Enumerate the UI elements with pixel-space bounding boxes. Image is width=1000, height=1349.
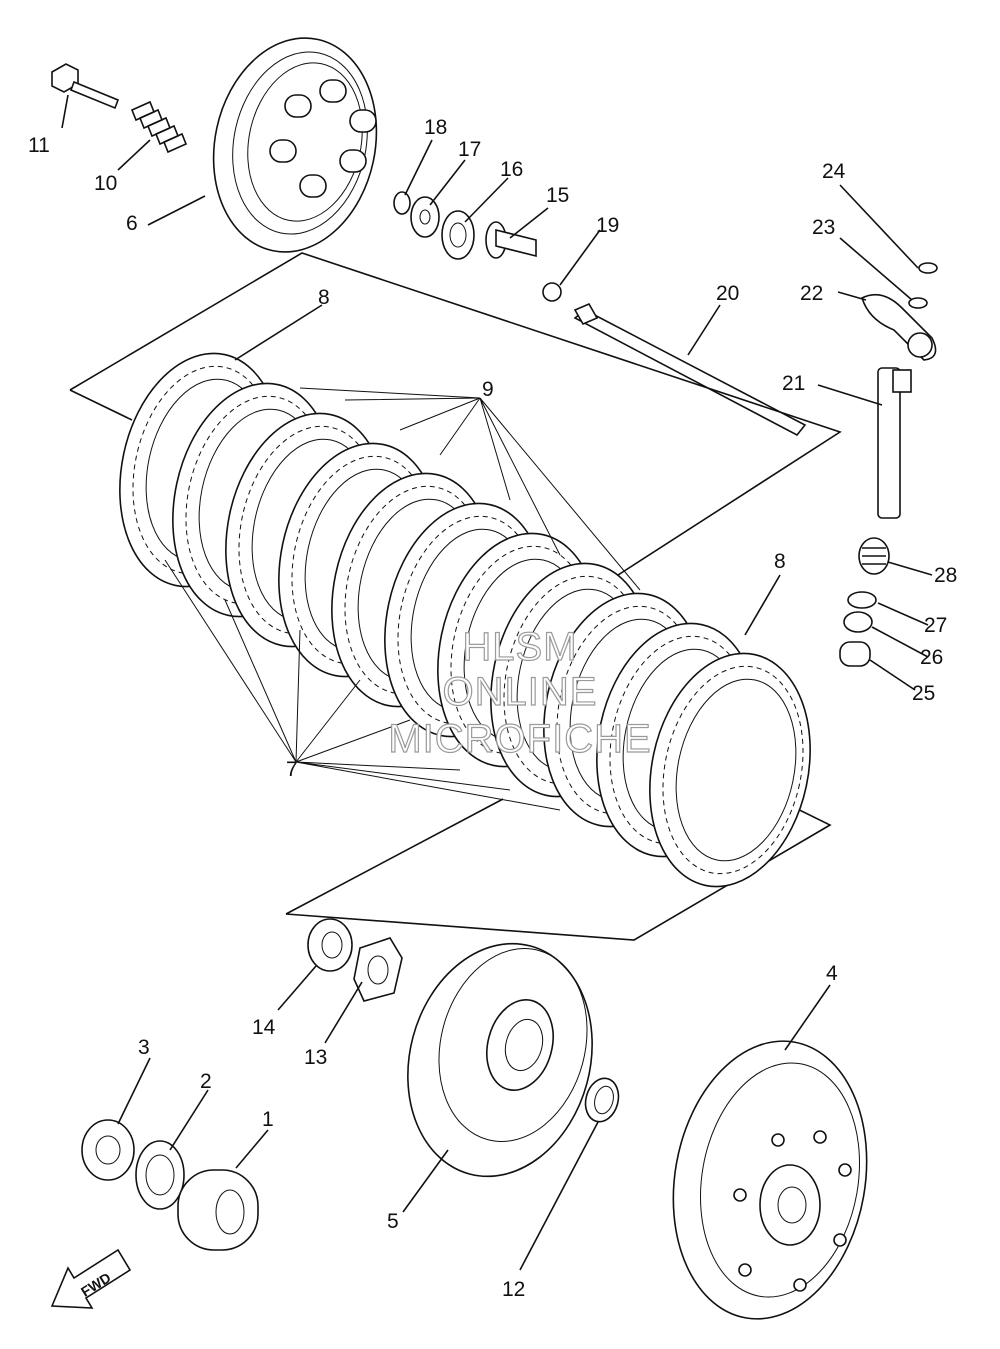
circlip-18 xyxy=(393,191,411,215)
lock-washer-13 xyxy=(353,937,403,1002)
callout-21: 21 xyxy=(782,372,805,395)
callout-12: 12 xyxy=(502,1278,525,1301)
push-lever-shaft xyxy=(877,367,912,519)
gear-1 xyxy=(177,1169,259,1251)
oil-seal-26 xyxy=(843,611,873,633)
callout-25: 25 xyxy=(912,682,935,705)
callout-6: 6 xyxy=(126,212,138,235)
callout-3: 3 xyxy=(138,1036,150,1059)
callout-20: 20 xyxy=(716,282,739,305)
callout-26: 26 xyxy=(920,646,943,669)
callout-labels: 1 2 3 4 5 6 7 8 8 9 10 11 12 13 14 15 16… xyxy=(28,116,957,1301)
callout-2: 2 xyxy=(200,1070,212,1093)
ball-19 xyxy=(542,282,562,302)
washer-23 xyxy=(908,297,928,309)
callout-7: 7 xyxy=(286,758,298,781)
callout-8-right: 8 xyxy=(774,550,786,573)
callout-13: 13 xyxy=(304,1046,327,1069)
lever-22 xyxy=(861,293,937,361)
callout-4: 4 xyxy=(826,962,838,985)
callout-11: 11 xyxy=(28,134,50,157)
bearing-12 xyxy=(584,1077,620,1123)
push-rod-15 xyxy=(485,221,537,259)
watermark: HLSM ONLINE MICROFICHE xyxy=(388,624,652,761)
callout-17: 17 xyxy=(458,138,481,161)
nut-14 xyxy=(307,918,353,972)
callout-10: 10 xyxy=(94,172,117,195)
clutch-bolt xyxy=(51,63,120,110)
fwd-arrow-icon: FWD xyxy=(50,1248,132,1309)
friction-plate xyxy=(649,652,811,888)
leader-lines-7-9 xyxy=(164,387,641,811)
watermark-line-3: MICROFICHE xyxy=(388,717,651,761)
clutch-plates xyxy=(119,352,811,888)
watermark-line-2: ONLINE xyxy=(443,670,598,714)
callout-24: 24 xyxy=(822,160,846,183)
nut-3 xyxy=(81,1119,135,1181)
callout-9: 9 xyxy=(482,378,494,401)
callout-14: 14 xyxy=(252,1016,276,1039)
callout-8-top: 8 xyxy=(318,286,330,309)
callout-5: 5 xyxy=(387,1210,399,1233)
circlip-27 xyxy=(847,591,877,609)
clutch-spring xyxy=(130,100,188,154)
callout-27: 27 xyxy=(924,614,947,637)
pressure-plate xyxy=(212,37,378,253)
washer-17 xyxy=(410,196,440,238)
callout-1: 1 xyxy=(262,1108,274,1131)
callout-23: 23 xyxy=(812,216,835,239)
spring-28 xyxy=(858,537,890,575)
clutch-housing xyxy=(672,1040,868,1320)
watermark-line-1: HLSM xyxy=(462,625,577,669)
bearing-25 xyxy=(839,641,871,667)
push-rod-20 xyxy=(573,302,807,437)
clutch-boss xyxy=(407,942,593,1178)
callout-18: 18 xyxy=(424,116,447,139)
callout-28: 28 xyxy=(934,564,957,587)
callout-16: 16 xyxy=(500,158,523,181)
callout-lines xyxy=(61,94,933,1271)
callout-19: 19 xyxy=(596,214,619,237)
callout-15: 15 xyxy=(546,184,569,207)
bearing-16 xyxy=(441,210,475,260)
callout-22: 22 xyxy=(800,282,823,305)
washer-24 xyxy=(918,262,938,274)
washer-2 xyxy=(135,1140,185,1210)
